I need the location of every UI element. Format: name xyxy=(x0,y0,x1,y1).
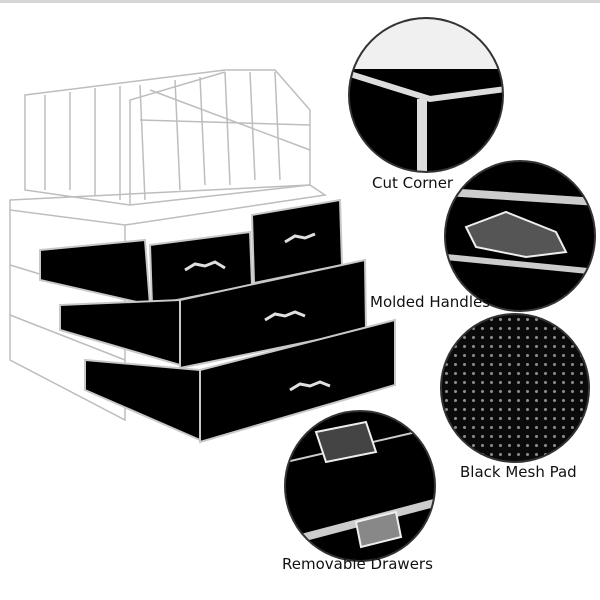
feature-label-cut-corner: Cut Corner xyxy=(372,174,454,192)
feature-label-molded-handles: Molded Handles xyxy=(370,293,491,311)
mesh-pad-closeup xyxy=(440,313,590,463)
feature-label-black-mesh-pad: Black Mesh Pad xyxy=(460,463,577,481)
removable-drawer-closeup xyxy=(284,410,436,562)
molded-handle-closeup xyxy=(444,160,596,312)
feature-label-removable-drawers: Removable Drawers xyxy=(282,555,433,573)
organizer-product-image xyxy=(9,69,396,444)
top-border xyxy=(0,0,600,3)
cut-corner-closeup xyxy=(348,17,504,173)
